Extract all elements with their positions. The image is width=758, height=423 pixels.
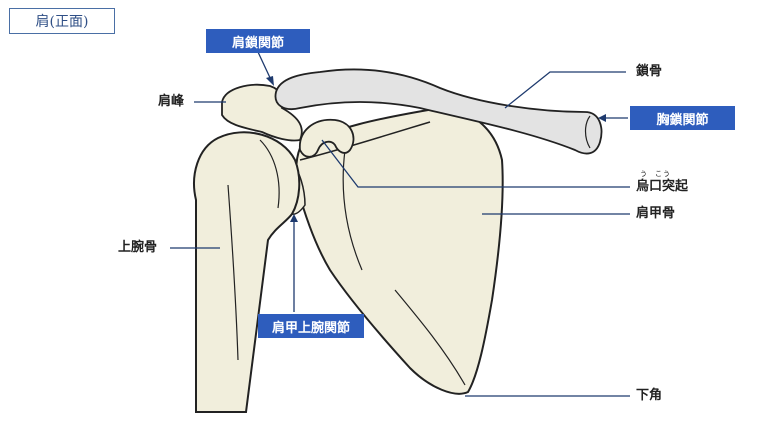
label-coracoid-ruby-2: こう xyxy=(655,170,671,178)
humerus-bone xyxy=(193,131,301,413)
leader-coracoid xyxy=(321,139,630,188)
humerus-head-line xyxy=(259,139,280,209)
scapula-bone xyxy=(295,106,504,395)
label-glenohumeral-joint: 肩甲上腕関節 xyxy=(258,314,364,338)
leader-clavicle xyxy=(504,71,626,109)
arrow-sternoclavicular xyxy=(598,114,606,122)
coracoid-bone xyxy=(299,118,355,158)
label-acromioclavicular-joint: 肩鎖関節 xyxy=(206,29,310,53)
label-sternoclavicular-joint: 胸鎖関節 xyxy=(630,106,735,130)
label-scapula: 肩甲骨 xyxy=(636,206,676,221)
scapula-ridge-line xyxy=(342,149,363,271)
diagram-title: 肩(正面) xyxy=(9,8,115,34)
clavicle-end-line xyxy=(584,115,591,149)
scapula-lateral-line xyxy=(394,289,466,386)
label-coracoid-process: 烏口突起 xyxy=(636,179,689,194)
arrow-acromioclavicular xyxy=(266,76,274,86)
label-acromion: 肩峰 xyxy=(158,94,185,109)
humerus-shaft-line xyxy=(227,184,239,361)
label-clavicle: 鎖骨 xyxy=(636,64,663,79)
label-coracoid-ruby-1: う xyxy=(640,170,648,178)
label-humerus: 上腕骨 xyxy=(118,240,158,255)
clavicle-bone xyxy=(274,68,603,155)
label-inferior-angle: 下角 xyxy=(636,388,663,403)
arrow-glenohumeral xyxy=(290,214,298,222)
